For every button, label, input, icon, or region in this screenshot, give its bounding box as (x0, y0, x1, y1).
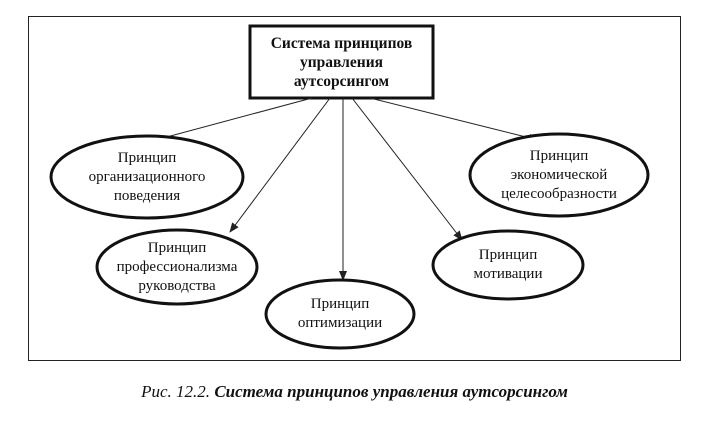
diagram-frame (28, 16, 681, 361)
caption-title: Система принципов управления аутсорсинго… (214, 382, 568, 401)
root-line-3: аутсорсингом (293, 72, 390, 90)
node-opt-line-1: Принцип (310, 296, 370, 312)
arrow-to-mot (351, 97, 463, 241)
root-label: Система принципов управления аутсорсинго… (250, 26, 433, 98)
node-econ-ellipse (468, 132, 650, 218)
node-prof-line-2: профессионализма (116, 258, 238, 275)
node-prof-label: Принцип профессионализма руководства (99, 230, 255, 304)
node-prof-line-1: Принцип (147, 239, 207, 256)
root-box (248, 24, 435, 100)
arrow-to-org (147, 97, 313, 144)
root-line-1: Система принципов (270, 34, 413, 52)
node-econ-line-3: целесообразности (501, 185, 617, 202)
node-org-line-3: поведения (113, 187, 181, 204)
node-econ-label: Принцип экономической целесообразности (472, 134, 646, 216)
node-org-ellipse (49, 134, 245, 220)
node-mot-ellipse (431, 229, 585, 301)
node-opt-ellipse (264, 278, 416, 350)
node-econ-line-2: экономической (510, 166, 608, 183)
node-mot-line-1: Принцип (478, 247, 538, 263)
node-prof-ellipse (95, 228, 259, 306)
arrow-to-prof (229, 97, 331, 233)
arrow-to-econ (369, 97, 539, 142)
caption-figure-number: Рис. 12.2. (141, 382, 211, 401)
node-prof-line-3: руководства (138, 277, 216, 294)
root-line-2: управления (299, 53, 384, 71)
figure-caption: Рис. 12.2. Система принципов управления … (0, 382, 709, 402)
node-mot-line-2: мотивации (473, 266, 543, 282)
node-mot-label: Принцип мотивации (436, 231, 580, 299)
node-org-label: Принцип организационного поведения (55, 136, 239, 218)
node-org-line-2: организационного (88, 168, 206, 185)
node-opt-line-2: оптимизации (297, 315, 383, 331)
node-opt-label: Принцип оптимизации (268, 280, 412, 348)
node-econ-line-1: Принцип (529, 147, 589, 164)
node-org-line-1: Принцип (117, 149, 177, 166)
